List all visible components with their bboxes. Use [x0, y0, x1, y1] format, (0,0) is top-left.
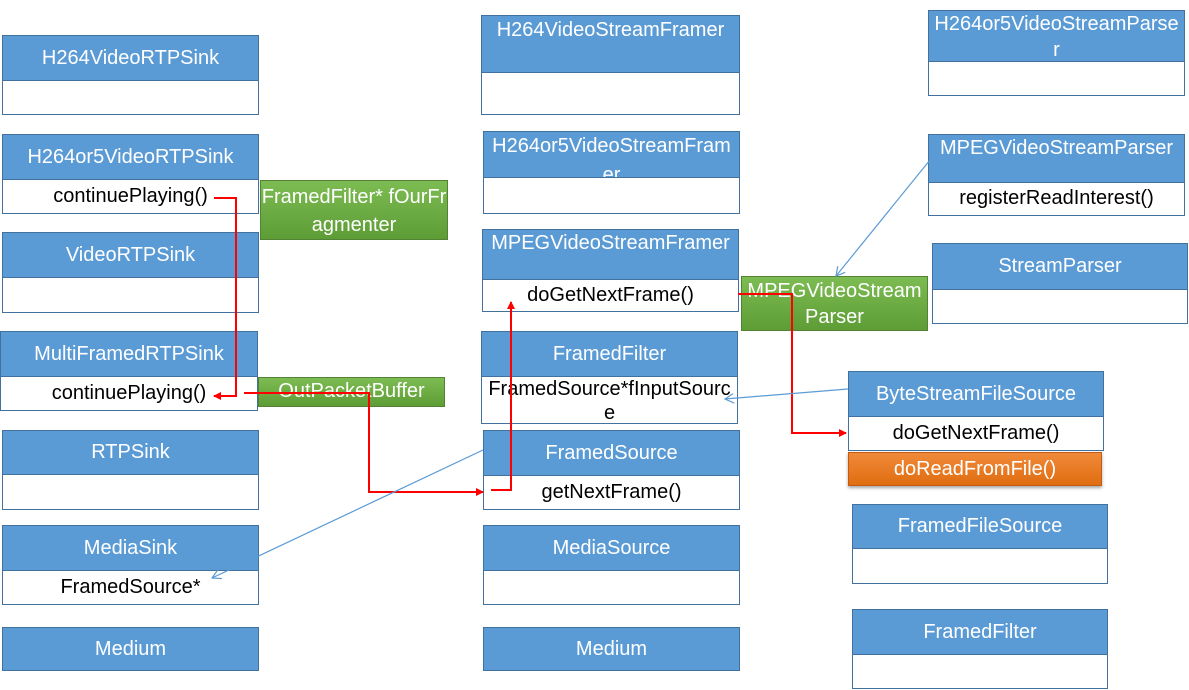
class-name: FramedFilter — [852, 609, 1108, 655]
class-h264videostreamframer: H264VideoStreamFramer — [481, 15, 740, 115]
class-name: FramedFilter — [481, 331, 738, 377]
class-body — [852, 655, 1108, 689]
class-name: ByteStreamFileSource — [848, 371, 1104, 417]
class-body — [481, 73, 740, 115]
class-member: continuePlaying() — [2, 180, 259, 214]
class-multiframedrtpsink: MultiFramedRTPSink continuePlaying() — [0, 331, 258, 411]
class-mpegvideostreamframer: MPEGVideoStreamFramer doGetNextFrame() — [482, 229, 739, 312]
class-h264or5videostreamframer: H264or5VideoStreamFramer — [483, 131, 740, 214]
class-body — [928, 62, 1185, 96]
class-streamparser: StreamParser — [932, 243, 1188, 324]
class-name: StreamParser — [932, 243, 1188, 290]
class-framedfilter-mid: FramedFilter FramedSource*fInputSource — [481, 331, 738, 424]
class-member: FramedSource*fInputSource — [481, 377, 738, 424]
class-mediasource: MediaSource — [483, 525, 740, 605]
class-name: MPEGVideoStreamParser — [928, 134, 1185, 183]
tag-framedfilter-fourfragmenter: FramedFilter* fOurFragmenter — [260, 180, 448, 240]
class-videortpsink: VideoRTPSink — [2, 232, 259, 313]
class-member: getNextFrame() — [483, 476, 740, 510]
class-framedfilter-right: FramedFilter — [852, 609, 1108, 689]
class-name: Medium — [483, 627, 740, 671]
tag-outpacketbuffer: OutPacketBuffer — [258, 377, 445, 407]
class-body — [483, 571, 740, 605]
class-name: H264VideoStreamFramer — [481, 15, 740, 73]
class-name: H264or5VideoStreamParser — [928, 10, 1185, 62]
class-name: MediaSource — [483, 525, 740, 571]
class-name: H264or5VideoRTPSink — [2, 134, 259, 180]
class-rtpsink: RTPSink — [2, 430, 259, 510]
class-name: MediaSink — [2, 525, 259, 571]
class-body — [2, 475, 259, 510]
call-arrow-to-getnextframe — [244, 392, 484, 496]
class-name: FramedFileSource — [852, 504, 1108, 549]
class-body — [483, 178, 740, 214]
class-framedsource: FramedSource getNextFrame() — [483, 430, 740, 510]
class-name: Medium — [2, 627, 259, 671]
class-medium-mid: Medium — [483, 627, 740, 671]
class-body — [2, 81, 259, 115]
class-framedfilesource: FramedFileSource — [852, 504, 1108, 584]
class-name: MPEGVideoStreamFramer — [482, 229, 739, 280]
class-body — [932, 290, 1188, 324]
class-body — [2, 278, 259, 313]
class-medium-left: Medium — [2, 627, 259, 671]
class-member: continuePlaying() — [0, 377, 258, 411]
tag-doreadfromfile: doReadFromFile() — [848, 452, 1102, 486]
class-h264or5videortpsink: H264or5VideoRTPSink continuePlaying() — [2, 134, 259, 214]
ref-arrow-mpegparser-to-tag — [836, 159, 931, 276]
class-bytestreamfilesource: ByteStreamFileSource doGetNextFrame() — [848, 371, 1104, 451]
class-body — [852, 549, 1108, 584]
class-member: doGetNextFrame() — [848, 417, 1104, 451]
class-h264or5videostreamparser: H264or5VideoStreamParser — [928, 10, 1185, 96]
class-member: doGetNextFrame() — [482, 280, 739, 312]
class-mpegvideostreamparser: MPEGVideoStreamParser registerReadIntere… — [928, 134, 1185, 216]
class-name: H264or5VideoStreamFramer — [483, 131, 740, 178]
tag-mpegvideostreamparser: MPEGVideoStreamParser — [741, 276, 928, 331]
class-name: H264VideoRTPSink — [2, 35, 259, 81]
class-name: VideoRTPSink — [2, 232, 259, 278]
class-mediasink: MediaSink FramedSource* — [2, 525, 259, 605]
ref-arrow-bytestream-to-finputsource — [725, 388, 849, 399]
class-name: MultiFramedRTPSink — [0, 331, 258, 377]
class-member: registerReadInterest() — [928, 183, 1185, 216]
class-name: RTPSink — [2, 430, 259, 475]
class-member: FramedSource* — [2, 571, 259, 605]
class-name: FramedSource — [483, 430, 740, 476]
class-h264videortpsink: H264VideoRTPSink — [2, 35, 259, 115]
